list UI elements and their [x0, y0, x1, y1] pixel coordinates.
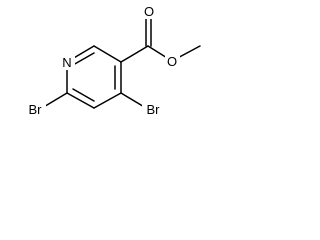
- label-bg-o-carbonyl: [141, 3, 156, 19]
- bond-c6-br: [41, 92, 68, 109]
- bond-c4-br: [120, 92, 147, 109]
- double-bond-inner-n1-c2: [72, 52, 95, 66]
- label-bg-n: [60, 54, 75, 70]
- double-bond-inner-c5-c6: [72, 88, 95, 102]
- label-bg-br-left: [24, 101, 46, 117]
- ester-oxygen-label: O: [167, 54, 177, 69]
- bromine-left-label: Br: [29, 102, 43, 117]
- bromine-right-label: Br: [147, 102, 161, 117]
- label-bg-br-right: [142, 101, 164, 117]
- bond-c2-c3: [93, 45, 122, 63]
- label-bg-o-ester: [165, 54, 180, 69]
- bond-c4-c5: [93, 92, 122, 109]
- carbonyl-oxygen-label: O: [144, 4, 154, 19]
- bond-c5-c6: [66, 92, 95, 109]
- ring-nitrogen-label: N: [62, 55, 71, 70]
- bond-c3-carbonyl: [120, 45, 149, 63]
- structure-diagram: N O O Br Br: [24, 3, 201, 117]
